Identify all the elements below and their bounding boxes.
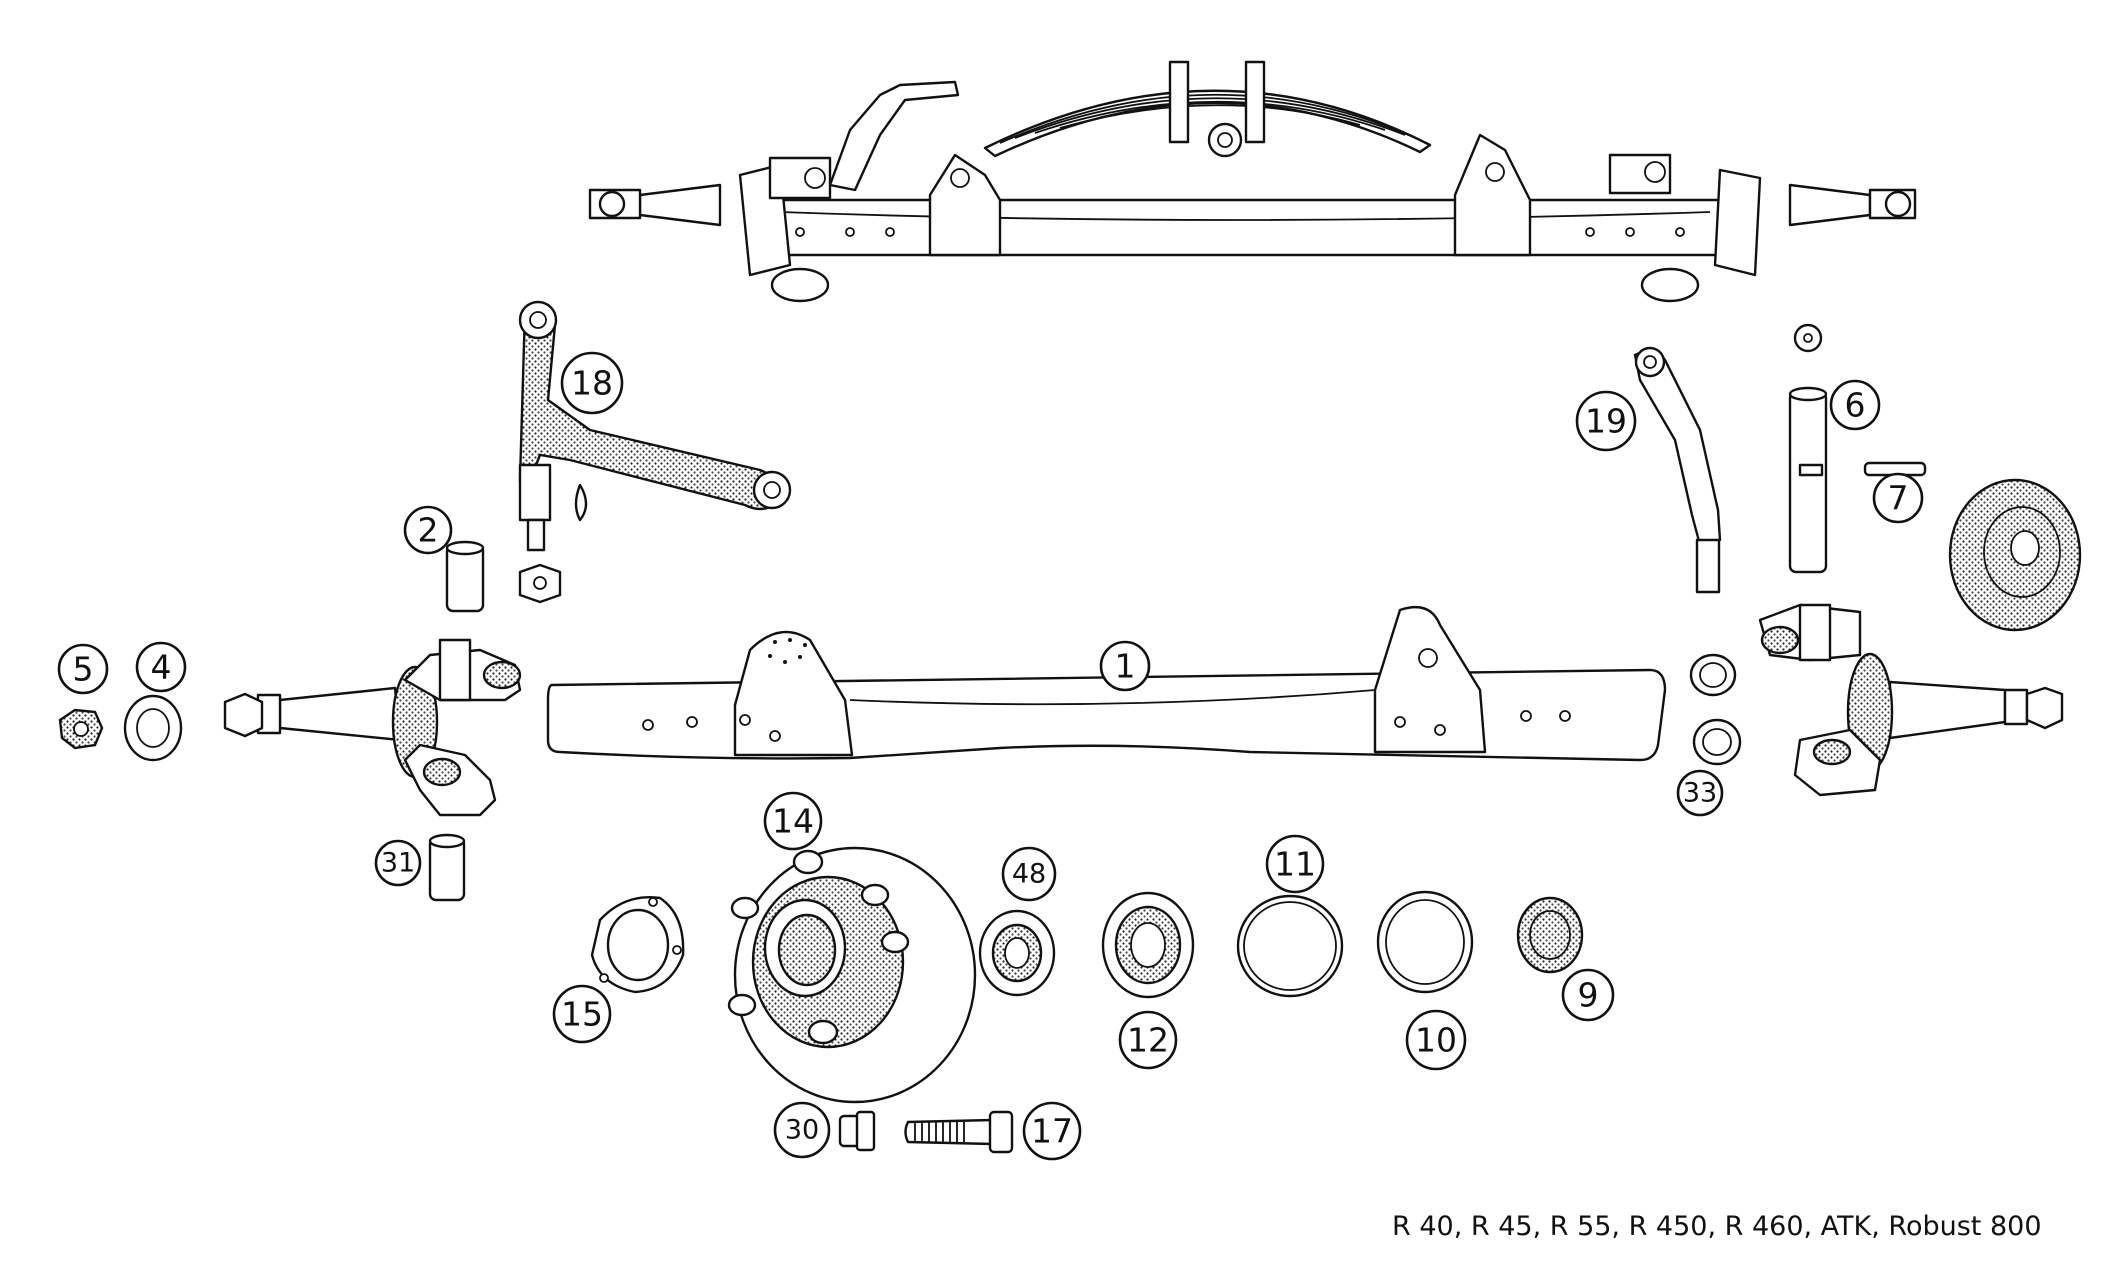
- svg-text:7: 7: [1888, 479, 1909, 518]
- svg-text:33: 33: [1683, 778, 1717, 809]
- svg-text:1: 1: [1115, 647, 1136, 686]
- svg-text:10: 10: [1415, 1021, 1457, 1060]
- callout-48: 48: [1001, 846, 1057, 902]
- svg-text:4: 4: [151, 648, 172, 687]
- model-list-caption: R 40, R 45, R 55, R 450, R 460, ATK, Rob…: [1392, 1211, 2042, 1242]
- washer-part-4: [123, 694, 183, 762]
- callout-30: 30: [773, 1101, 831, 1159]
- axle-beam-part: [546, 605, 1667, 762]
- callout-14: 14: [763, 791, 823, 851]
- svg-text:9: 9: [1578, 976, 1599, 1015]
- callout-19: 19: [1575, 390, 1637, 452]
- svg-text:14: 14: [772, 802, 814, 841]
- nut-part-5: [58, 708, 104, 750]
- bush-part-2: [445, 540, 485, 613]
- callout-17: 17: [1022, 1101, 1082, 1161]
- svg-text:18: 18: [571, 364, 613, 403]
- callout-2: 2: [403, 505, 453, 555]
- callout-15: 15: [552, 984, 612, 1044]
- bearing-race-part-11: [1236, 894, 1344, 998]
- callout-7: 7: [1872, 472, 1924, 524]
- bush-part-31: [428, 833, 466, 902]
- wheel-nut-part-30: [838, 1110, 876, 1152]
- svg-text:5: 5: [73, 650, 94, 689]
- svg-text:15: 15: [561, 995, 603, 1034]
- callout-11: 11: [1265, 834, 1325, 894]
- washer-pair-part-33: [1689, 653, 1742, 766]
- bearing-race-part-10: [1376, 890, 1474, 994]
- dust-cover-disc: [1948, 478, 2082, 632]
- svg-text:19: 19: [1585, 402, 1627, 441]
- svg-text:48: 48: [1012, 859, 1046, 890]
- callout-18: 18: [560, 351, 624, 415]
- wheel-stud-part-17: [904, 1110, 1014, 1154]
- callout-10: 10: [1405, 1009, 1467, 1071]
- hub-cap-part-15: [590, 896, 685, 994]
- svg-text:12: 12: [1127, 1021, 1169, 1060]
- callout-9: 9: [1561, 968, 1615, 1022]
- callout-12: 12: [1118, 1010, 1178, 1070]
- wheel-hub-part-14: [727, 846, 977, 1104]
- left-steering-knuckle: [223, 638, 522, 817]
- callout-6: 6: [1829, 379, 1881, 431]
- right-steering-knuckle: [1758, 603, 2064, 797]
- assembled-axle-illustration: [588, 60, 1917, 303]
- svg-text:6: 6: [1845, 386, 1866, 425]
- svg-text:31: 31: [381, 848, 415, 879]
- seal-part-48: [978, 909, 1056, 997]
- callout-1: 1: [1099, 640, 1151, 692]
- steering-arm-part-18: [518, 300, 792, 604]
- callout-31: 31: [374, 839, 422, 887]
- bearing-part-12: [1101, 891, 1195, 999]
- callout-5: 5: [57, 643, 109, 695]
- svg-text:30: 30: [785, 1115, 819, 1146]
- svg-text:11: 11: [1274, 845, 1316, 884]
- steering-arm-part-19: [1633, 346, 1722, 594]
- callout-4: 4: [135, 641, 187, 693]
- king-pin-part-6: [1788, 323, 1828, 574]
- svg-text:2: 2: [418, 511, 439, 550]
- svg-text:17: 17: [1031, 1112, 1073, 1151]
- callout-33: 33: [1676, 769, 1724, 817]
- bearing-part-9: [1516, 896, 1584, 974]
